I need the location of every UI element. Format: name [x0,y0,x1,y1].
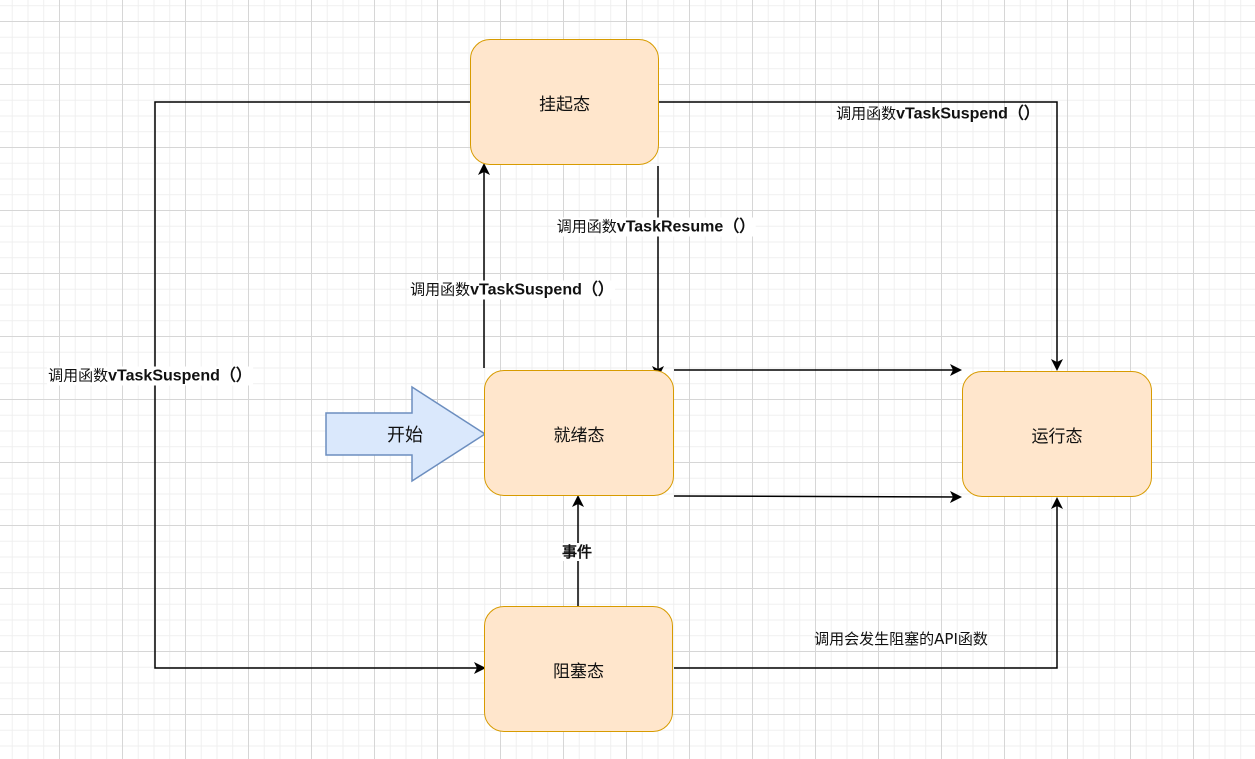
node-suspended-label: 挂起态 [539,94,590,115]
edge-label-ready-to-suspended: 调用函数vTaskSuspend（） [409,280,615,300]
start-arrow-shape [325,385,487,483]
edge-label-blocked-loop-suspend: 调用函数vTaskSuspend（） [47,366,253,386]
edge-label-suspended-to-running: 调用函数vTaskSuspend（） [835,105,1041,124]
node-blocked-label: 阻塞态 [553,661,604,682]
node-running[interactable]: 运行态 [962,371,1152,497]
edge-label-suspended-to-ready: 调用函数vTaskResume（） [555,217,757,237]
edge-label-func: vTaskSuspend（） [896,105,1040,123]
edge-label-prefix: 调用函数 [556,217,617,236]
node-suspended[interactable]: 挂起态 [470,39,659,165]
edge-label-prefix: 调用函数 [410,280,471,299]
edge-label-func: vTaskSuspend（） [470,281,614,299]
edge-label-blocked-to-ready: 事件 [560,543,594,561]
edge-blocked-to-running [674,497,1063,669]
edge-suspended-to-running [659,101,1063,371]
node-running-label: 运行态 [1031,426,1083,447]
edge-label-prefix: 调用函数 [836,104,897,123]
edge-ready-to-running-bottom [673,490,962,503]
node-ready-label: 就绪态 [553,425,605,446]
node-blocked[interactable]: 阻塞态 [484,606,673,732]
start-label: 开始 [387,425,423,446]
edge-label-prefix: 调用函数 [48,366,109,385]
edge-label-func: vTaskSuspend（） [108,367,252,385]
node-ready[interactable]: 就绪态 [484,370,674,496]
edge-label-running-to-blocked: 调用会发生阻塞的API函数 [814,630,988,648]
edge-label-func: vTaskResume（） [616,218,756,236]
